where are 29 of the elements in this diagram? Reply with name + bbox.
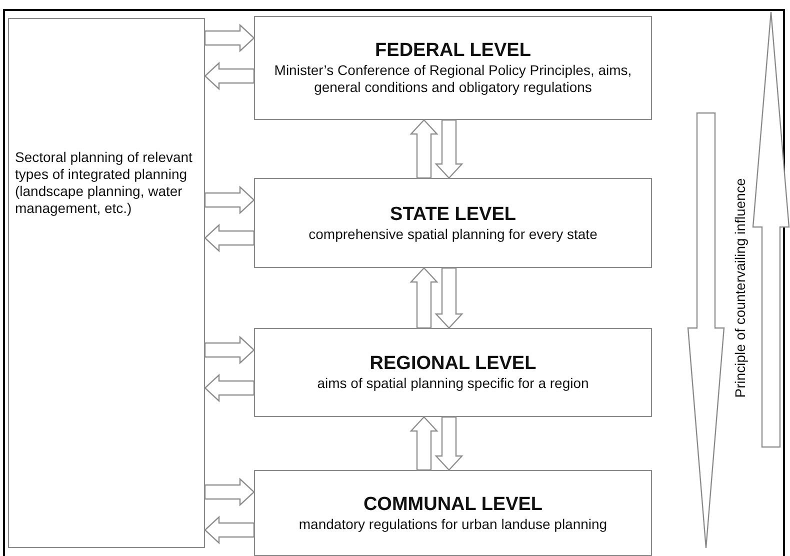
- level-description: comprehensive spatial planning for every state: [308, 226, 598, 242]
- hollow-arrow: [204, 336, 255, 364]
- level-box: [254, 16, 652, 120]
- level-box: [254, 178, 652, 268]
- side-label: Principle of countervailing influence: [732, 177, 748, 400]
- hollow-arrow: [434, 416, 464, 471]
- hollow-arrow: [204, 516, 255, 544]
- hollow-arrow: [204, 186, 255, 214]
- hollow-arrow: [204, 478, 255, 506]
- level-heading: REGIONAL LEVEL: [370, 353, 536, 375]
- level-box: [254, 470, 652, 556]
- level-description: mandatory regulations for urban landuse planning: [298, 516, 608, 532]
- hollow-arrow: [204, 62, 255, 90]
- level-heading: FEDERAL LEVEL: [375, 40, 531, 62]
- hollow-arrow: [410, 267, 438, 329]
- level-description: aims of spatial planning specific for a region: [317, 375, 589, 392]
- hollow-arrow: [434, 267, 464, 329]
- hollow-arrow: [434, 119, 464, 179]
- hollow-arrow: [410, 119, 438, 179]
- level-heading: COMMUNAL LEVEL: [363, 494, 543, 516]
- level-heading: STATE LEVEL: [390, 204, 516, 226]
- level-description: Minister’s Conference of Regional Policy Principles, aims, general conditions and obligatory regulations: [273, 62, 633, 96]
- hollow-arrow: [204, 374, 255, 402]
- level-box: [254, 328, 652, 417]
- hollow-arrow: [204, 224, 255, 252]
- hollow-arrow: [410, 416, 438, 471]
- box-text: Sectoral planning of relevant types of integrated planning (landscape planning, water management, etc.): [15, 149, 194, 217]
- hollow-arrow: [204, 24, 255, 52]
- side-box: [8, 18, 205, 548]
